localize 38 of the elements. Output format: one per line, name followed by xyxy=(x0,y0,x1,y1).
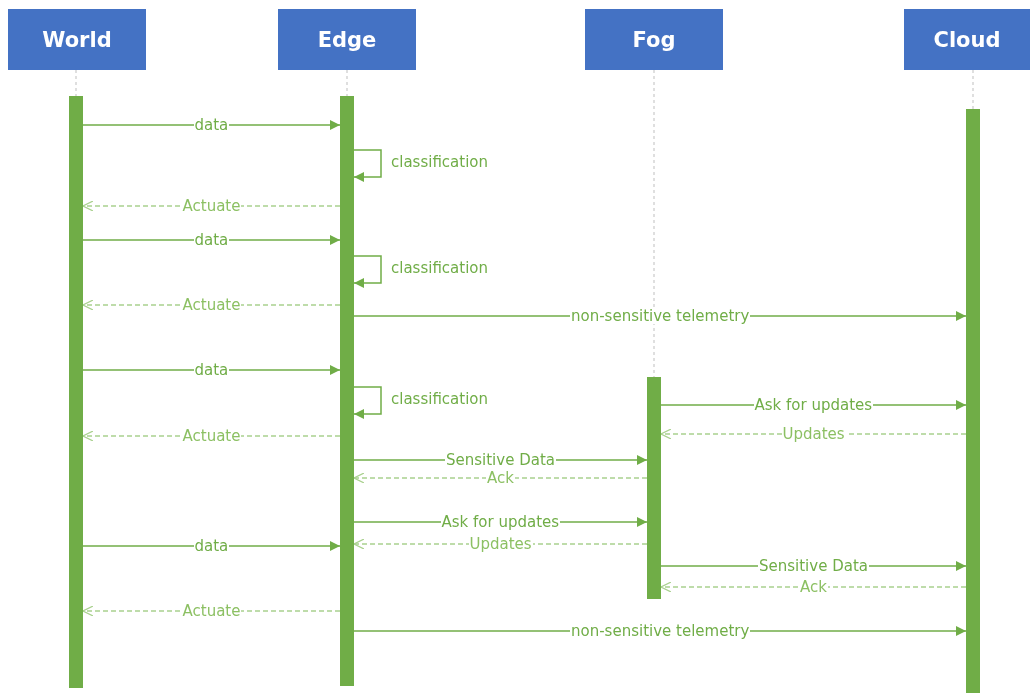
edge-label: Ack xyxy=(486,470,515,486)
activation-bar xyxy=(340,96,354,686)
self-message-arrow xyxy=(353,255,382,288)
edge-label: Sensitive Data xyxy=(758,558,869,574)
participant-box: Edge xyxy=(278,9,416,70)
participant-box: Cloud xyxy=(904,9,1030,70)
lifeline xyxy=(972,69,974,110)
edge-label: Actuate xyxy=(181,603,242,619)
edge-label: Actuate xyxy=(181,428,242,444)
edge-label: Sensitive Data xyxy=(445,452,556,468)
edge-label: Ask for updates xyxy=(440,514,561,530)
lifeline xyxy=(346,69,348,97)
edge-label: classification xyxy=(390,391,490,407)
lifeline xyxy=(653,69,655,378)
return-message-arrow xyxy=(660,581,967,593)
self-message-arrow xyxy=(353,386,382,419)
activation-bar xyxy=(647,377,661,599)
edge-label: data xyxy=(193,117,230,133)
edge-label: Ask for updates xyxy=(753,397,874,413)
edge-label: Ack xyxy=(799,579,828,595)
edge-label: non-sensitive telemetry xyxy=(570,623,751,639)
activation-bar xyxy=(966,109,980,693)
edge-label: Updates xyxy=(468,536,533,552)
edge-label: data xyxy=(193,232,230,248)
return-message-arrow xyxy=(353,472,648,484)
edge-label: Updates xyxy=(781,426,846,442)
edge-label: non-sensitive telemetry xyxy=(570,308,751,324)
edge-label: data xyxy=(193,362,230,378)
activation-bar xyxy=(69,96,83,688)
self-message-arrow xyxy=(353,149,382,182)
edge-label: classification xyxy=(390,260,490,276)
edge-label: classification xyxy=(390,154,490,170)
edge-label: Actuate xyxy=(181,198,242,214)
edge-label: Actuate xyxy=(181,297,242,313)
lifeline xyxy=(75,69,77,97)
edge-label: data xyxy=(193,538,230,554)
participant-box: Fog xyxy=(585,9,723,70)
participant-box: World xyxy=(8,9,146,70)
